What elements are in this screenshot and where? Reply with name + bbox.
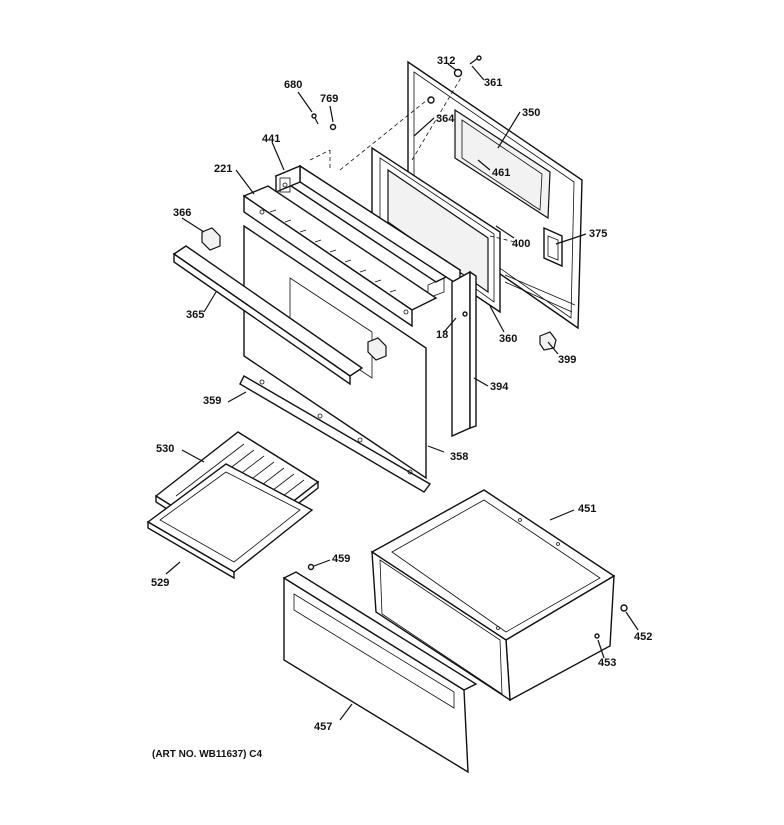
part-529-broiler-pan bbox=[146, 463, 314, 580]
callout-364: 364 bbox=[436, 113, 455, 125]
part-366-handle-end-cap bbox=[201, 227, 387, 361]
art-number: (ART NO. WB11637) C4 bbox=[152, 749, 262, 760]
part-394-side-trim bbox=[451, 270, 477, 438]
part-457-drawer-front bbox=[282, 571, 478, 774]
part-360-inner-door-frame bbox=[371, 146, 516, 314]
callout-461: 461 bbox=[492, 167, 510, 179]
part-375-hinge bbox=[543, 226, 563, 268]
part-441-door-liner bbox=[274, 164, 462, 299]
part-365-door-handle bbox=[172, 245, 364, 386]
callout-365: 365 bbox=[186, 309, 204, 321]
callout-360: 360 bbox=[499, 333, 517, 345]
callout-221: 221 bbox=[214, 163, 232, 175]
alignment-lines bbox=[309, 75, 463, 171]
callout-459: 459 bbox=[332, 553, 350, 565]
callout-375: 375 bbox=[589, 228, 607, 240]
part-350-door-back-frame bbox=[407, 60, 583, 330]
hardware-screws bbox=[311, 55, 557, 351]
callout-366: 366 bbox=[173, 207, 191, 219]
leader-lines bbox=[165, 63, 639, 721]
part-451-drawer-body bbox=[370, 489, 616, 702]
callout-680: 680 bbox=[284, 79, 302, 91]
callout-451: 451 bbox=[578, 503, 596, 515]
callout-769: 769 bbox=[320, 93, 338, 105]
callout-361: 361 bbox=[484, 77, 502, 89]
callout-452: 452 bbox=[634, 631, 652, 643]
callout-400: 400 bbox=[512, 238, 530, 250]
callout-359: 359 bbox=[203, 395, 221, 407]
callout-399: 399 bbox=[558, 354, 576, 366]
callout-350: 350 bbox=[522, 107, 540, 119]
callout-394: 394 bbox=[490, 381, 509, 393]
callout-453: 453 bbox=[598, 657, 616, 669]
callout-358: 358 bbox=[450, 451, 468, 463]
callout-529: 529 bbox=[151, 577, 169, 589]
callout-312: 312 bbox=[437, 55, 455, 67]
callout-530: 530 bbox=[156, 443, 174, 455]
callout-18: 18 bbox=[436, 329, 448, 341]
callout-441: 441 bbox=[262, 133, 280, 145]
part-221-vent-trim bbox=[242, 185, 438, 328]
callout-457: 457 bbox=[314, 721, 332, 733]
hardware-drawer-screws bbox=[307, 563, 628, 639]
